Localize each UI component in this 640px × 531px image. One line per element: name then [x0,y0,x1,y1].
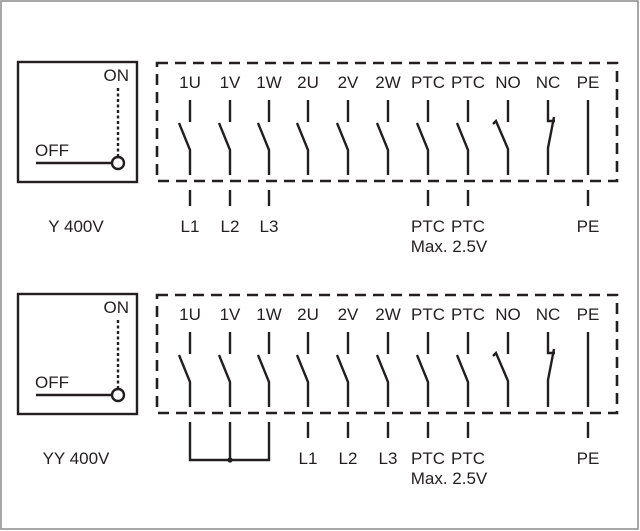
switch-box [16,60,139,184]
terminal-label: 2U [297,73,319,92]
connection-label: L1 [181,217,200,236]
on-label: ON [104,66,130,85]
switch-contact-icon [217,332,232,407]
terminal-2w: 2W [375,73,401,175]
ptc-note: Max. 2.5V [411,237,488,256]
connection-label: PTC [411,217,445,236]
terminal-1v: 1V L2 [217,73,241,236]
diagram-title: YY 400V [43,449,110,468]
nc-contact-icon [546,100,556,175]
off-label: OFF [35,141,69,160]
terminal-1u: 1U L1 [177,73,201,236]
connection-label: L2 [221,217,240,236]
terminal-ptc: PTC PTC [451,305,485,468]
switch-contact-icon [177,100,192,175]
terminal-label: NO [495,305,521,324]
terminal-label: 2W [375,305,401,324]
connection-label: L1 [299,449,318,468]
switch-contact-icon [415,100,430,175]
connection-label: L3 [260,217,279,236]
terminal-1w: 1W L3 [256,73,282,236]
terminal-pe: PE PE [577,305,600,468]
terminal-label: 1U [179,73,201,92]
main-switch: ON OFF [16,60,139,184]
terminal-2v: 2V [335,73,359,175]
switch-contact-icon [256,332,271,407]
terminal-no: NO [492,73,521,175]
switch-contact-icon [375,100,390,175]
switch-contact-icon [335,332,350,407]
terminal-label: PE [577,305,600,324]
terminal-ptc: PTC PTC [411,73,445,236]
switch-contact-icon [455,332,470,407]
connection-label: PTC [411,449,445,468]
terminal-label: 2V [338,73,359,92]
terminal-2w: 2W L3 [375,305,401,468]
terminal-2u: 2U L1 [295,305,319,468]
terminal-label: PTC [411,305,445,324]
bridge-line [188,422,271,462]
terminal-2u: 2U [295,73,319,175]
terminal-no: NO [492,305,521,407]
terminal-label: 1U [179,305,201,324]
terminal-pe: PE PE [577,73,600,236]
terminal-label: NO [495,73,521,92]
no-contact-icon [492,332,510,407]
terminal-label: 1V [220,305,241,324]
ptc-note: Max. 2.5V [411,469,488,488]
terminal-label: PTC [451,73,485,92]
switch-contact-icon [295,100,310,175]
terminal-label: 1V [220,73,241,92]
switch-contact-icon [217,100,232,175]
no-contact-icon [492,100,510,175]
terminal-nc: NC [536,305,561,407]
connection-label: PE [577,449,600,468]
terminal-1w: 1W [256,305,282,407]
connection-label: PTC [451,217,485,236]
switch-contact-icon [415,332,430,407]
terminal-label: PE [577,73,600,92]
switch-box [16,292,139,416]
nc-contact-icon [546,332,556,407]
terminal-label: PTC [411,73,445,92]
terminal-label: 1W [256,305,282,324]
switch-contact-icon [256,100,271,175]
switch-contact-icon [455,100,470,175]
star-bridge [188,422,271,463]
main-switch: ON OFF [16,292,139,416]
bridge-node [227,457,233,463]
connection-label: PTC [451,449,485,468]
terminal-ptc: PTC PTC [451,73,485,236]
switch-contact-icon [335,100,350,175]
terminal-nc: NC [536,73,561,175]
switch-contact-icon [295,332,310,407]
terminal-label: NC [536,305,561,324]
connection-label: L2 [339,449,358,468]
pivot-circle [110,387,126,403]
switch-contact-icon [177,332,192,407]
terminal-label: 2U [297,305,319,324]
terminal-1v: 1V [217,305,241,407]
terminal-label: 2V [338,305,359,324]
on-label: ON [104,298,130,317]
terminal-label: 1W [256,73,282,92]
diagram-title: Y 400V [48,217,104,236]
terminal-label: PTC [451,305,485,324]
connection-label: PE [577,217,600,236]
connection-label: L3 [379,449,398,468]
terminal-1u: 1U [177,305,201,407]
off-label: OFF [35,373,69,392]
terminal-label: 2W [375,73,401,92]
terminal-label: NC [536,73,561,92]
switch-contact-icon [375,332,390,407]
terminal-2v: 2V L2 [335,305,359,468]
pivot-circle [110,155,126,171]
terminal-ptc: PTC PTC [411,305,445,468]
